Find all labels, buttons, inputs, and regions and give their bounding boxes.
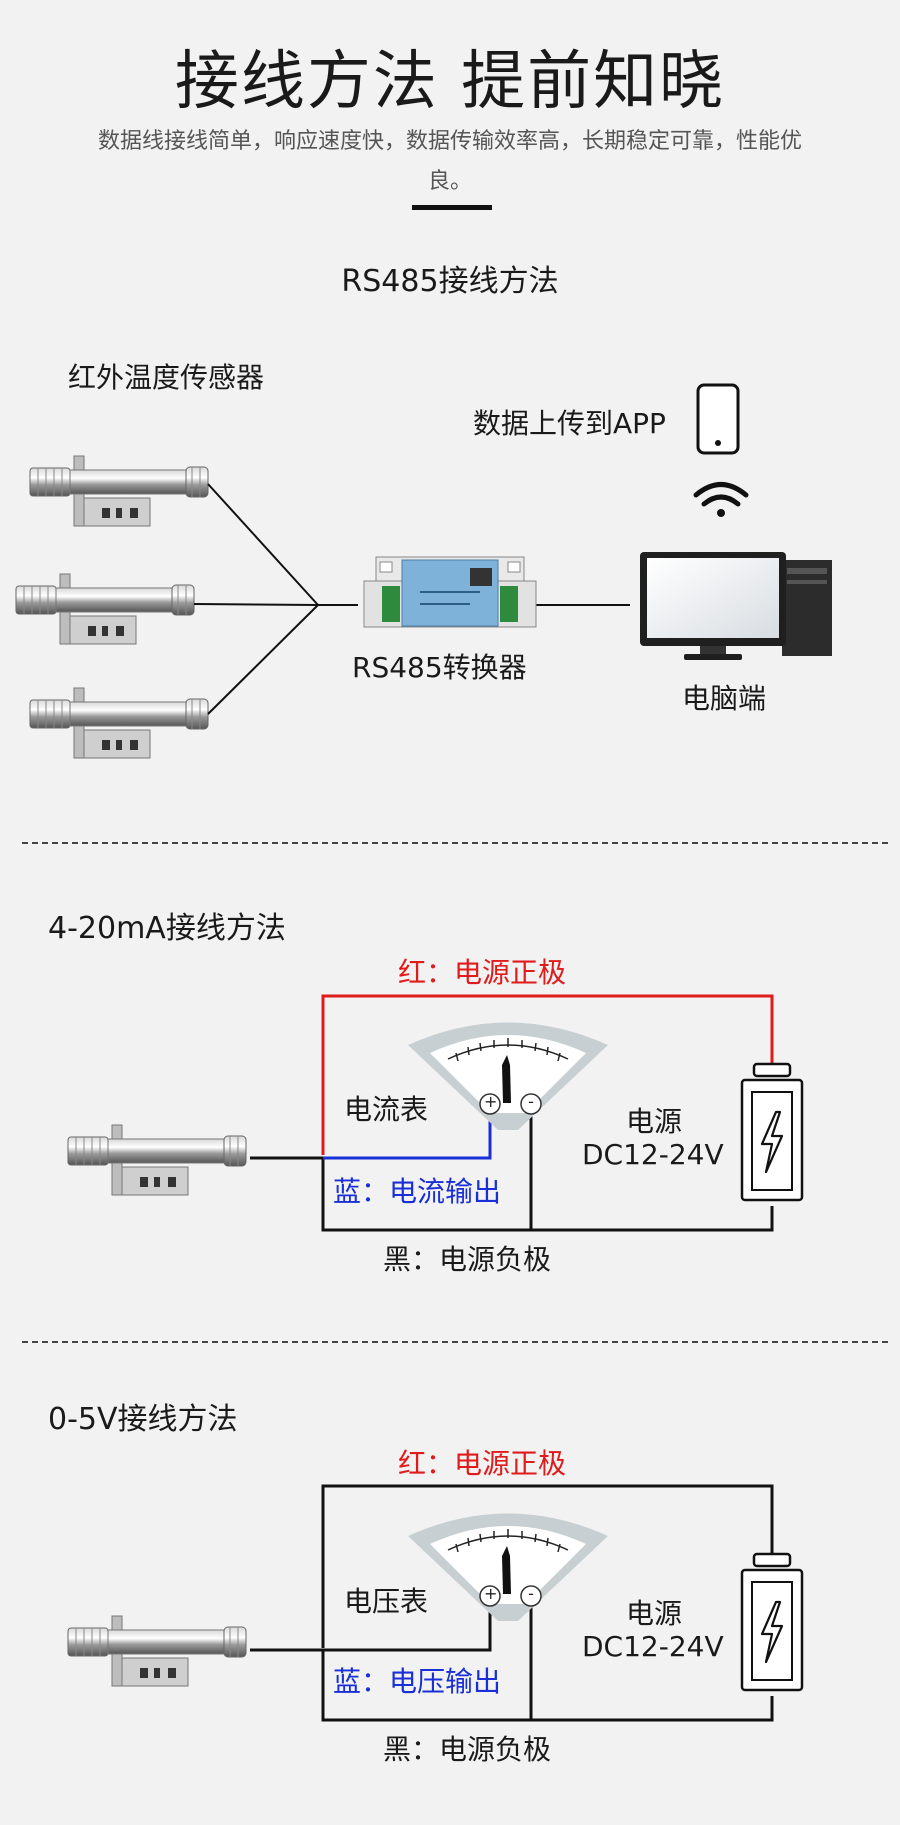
plus-symbol: + — [484, 1092, 498, 1111]
minus-symbol: - — [528, 1584, 534, 1603]
v-meter-label: 电压表 — [344, 1585, 429, 1618]
minus-terminal — [520, 1585, 542, 1607]
page-subtitle: 数据线接线简单，响应速度快，数据传输效率高，长期稳定可靠，性能优良。 — [97, 129, 802, 194]
v-blue-label: 蓝：电压输出 — [333, 1665, 502, 1698]
v-power-label: 电源 — [626, 1597, 683, 1630]
ma-heading: 4-20mA接线方法 — [48, 911, 286, 946]
plus-terminal — [479, 1093, 501, 1115]
ma-black-label: 黑：电源负极 — [383, 1243, 552, 1276]
ma-red-label: 红：电源正极 — [398, 956, 567, 989]
ma-blue-label: 蓝：电流输出 — [333, 1175, 502, 1208]
sensor-probe-icon — [15, 573, 195, 645]
computer-icon — [640, 552, 832, 660]
black-wire — [250, 1648, 774, 1722]
pc-label: 电脑端 — [682, 682, 767, 715]
sensor-probe-icon — [67, 1615, 247, 1687]
v-red-label: 红：电源正极 — [398, 1447, 567, 1480]
minus-terminal — [520, 1093, 542, 1115]
ma-power-voltage: DC12-24V — [582, 1138, 724, 1171]
battery-icon — [740, 1552, 804, 1692]
sensor-probe-icon — [29, 687, 209, 759]
converter-label: RS485转换器 — [352, 651, 527, 684]
sensor-label: 红外温度传感器 — [68, 361, 265, 394]
v-heading: 0-5V接线方法 — [48, 1402, 238, 1437]
red-wire — [321, 994, 774, 1155]
v-circuit — [67, 1484, 804, 1722]
black-wire — [250, 1156, 774, 1232]
plus-symbol: + — [484, 1584, 498, 1603]
ma-power-label: 电源 — [626, 1105, 683, 1138]
meter-gauge-icon — [407, 1021, 609, 1131]
wifi-icon — [693, 482, 749, 517]
battery-icon — [740, 1062, 804, 1202]
sensor-probe-icon — [67, 1124, 247, 1196]
rs485-heading: RS485接线方法 — [341, 264, 559, 299]
sensor-wires — [193, 483, 630, 715]
ma-meter-label: 电流表 — [344, 1093, 429, 1126]
blue-wire — [323, 1110, 492, 1160]
upload-label: 数据上传到APP — [473, 407, 666, 440]
blue-wire — [323, 1602, 492, 1652]
title-underline — [412, 205, 492, 210]
red-wire — [321, 1484, 774, 1648]
minus-symbol: - — [528, 1092, 534, 1111]
phone-icon — [696, 383, 740, 455]
v-black-label: 黑：电源负极 — [383, 1733, 552, 1766]
v-power-voltage: DC12-24V — [582, 1630, 724, 1663]
ma-circuit — [67, 994, 804, 1232]
meter-gauge-icon — [407, 1512, 609, 1622]
sensor-probe-icon — [29, 455, 209, 527]
page-title: 接线方法 提前知晓 — [174, 45, 726, 119]
plus-terminal — [479, 1585, 501, 1607]
rs485-converter-icon — [363, 556, 537, 628]
